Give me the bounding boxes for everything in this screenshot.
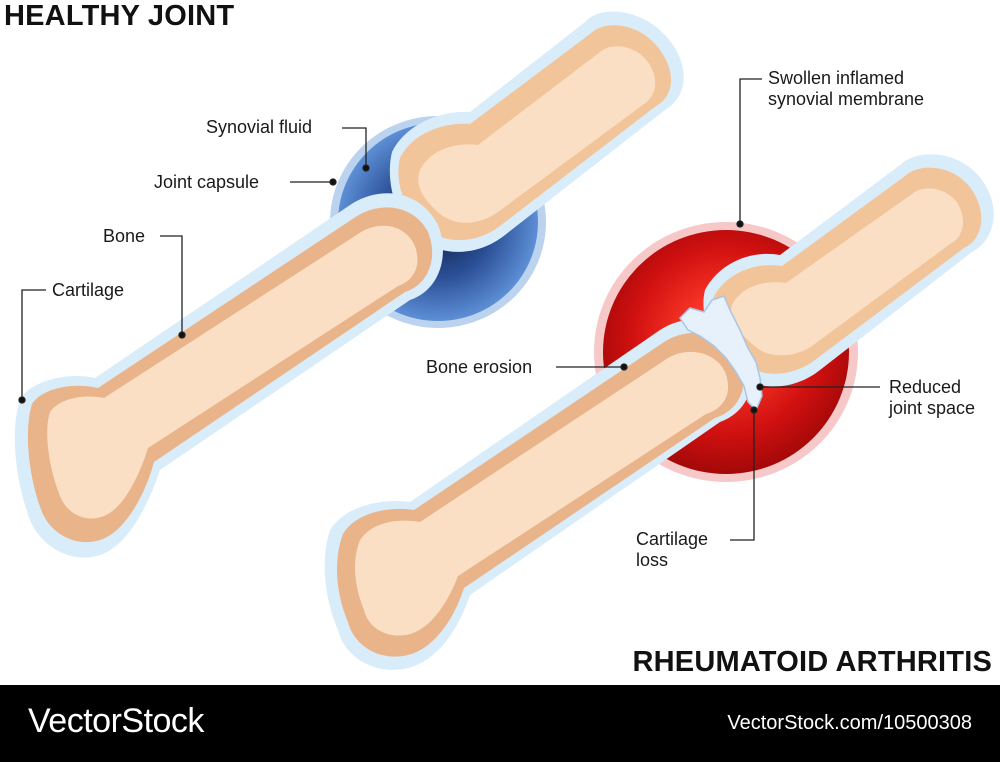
- joint-capsule-dot: [329, 178, 337, 186]
- reduced-space-dot: [756, 383, 764, 391]
- vectorstock-logo: VectorStock: [28, 702, 204, 740]
- label-swollen-line1: Swollen inflamed: [768, 68, 905, 88]
- ra-lower-bone: [324, 319, 753, 670]
- healthy-lower-bone: [14, 193, 443, 558]
- label-cartilage-loss: Cartilage loss: [636, 529, 708, 571]
- label-bone: Bone: [103, 226, 146, 246]
- label-cartilage: Cartilage: [52, 280, 125, 300]
- cartilage-leader: [21, 289, 46, 400]
- synovial-fluid-dot: [362, 164, 370, 172]
- cartilage-loss-dot: [750, 406, 758, 414]
- label-cartilage-loss-line2: loss: [636, 550, 669, 570]
- cartilage-dot: [18, 396, 26, 404]
- label-swollen-membrane: Swollen inflamed synovial membrane: [768, 68, 924, 110]
- label-bone-erosion: Bone erosion: [426, 357, 533, 377]
- label-reduced-line1: Reduced: [889, 377, 962, 397]
- ra-joint-illustration: [324, 154, 994, 670]
- label-synovial-fluid: Synovial fluid: [206, 117, 313, 137]
- ra-leader-lines: [556, 78, 880, 541]
- label-cartilage-loss-line1: Cartilage: [636, 529, 709, 549]
- joint-diagram: [14, 11, 994, 670]
- footer-url: VectorStock.com/10500308: [727, 712, 972, 734]
- label-swollen-line2: synovial membrane: [768, 89, 925, 109]
- healthy-joint-illustration: [14, 11, 684, 558]
- healthy-joint-title: HEALTHY JOINT: [4, 0, 235, 32]
- label-joint-capsule: Joint capsule: [154, 172, 260, 192]
- swollen-membrane-leader: [739, 78, 762, 224]
- rheumatoid-arthritis-title: RHEUMATOID ARTHRITIS: [632, 646, 992, 678]
- bone-leader: [160, 235, 183, 335]
- ra-upper-bone: [703, 154, 994, 387]
- label-reduced-line2: joint space: [889, 398, 976, 418]
- footer-bar: VectorStock VectorStock.com/10500308: [0, 685, 1000, 762]
- label-reduced-joint-space: Reduced joint space: [889, 377, 975, 419]
- synovial-fluid-leader: [342, 127, 367, 168]
- swollen-membrane-dot: [736, 220, 744, 228]
- cartilage-loss-leader: [730, 410, 755, 541]
- healthy-leader-lines: [18, 127, 370, 404]
- healthy-upper-bone: [389, 11, 684, 252]
- bone-erosion-dot: [620, 363, 628, 371]
- bone-dot: [178, 331, 186, 339]
